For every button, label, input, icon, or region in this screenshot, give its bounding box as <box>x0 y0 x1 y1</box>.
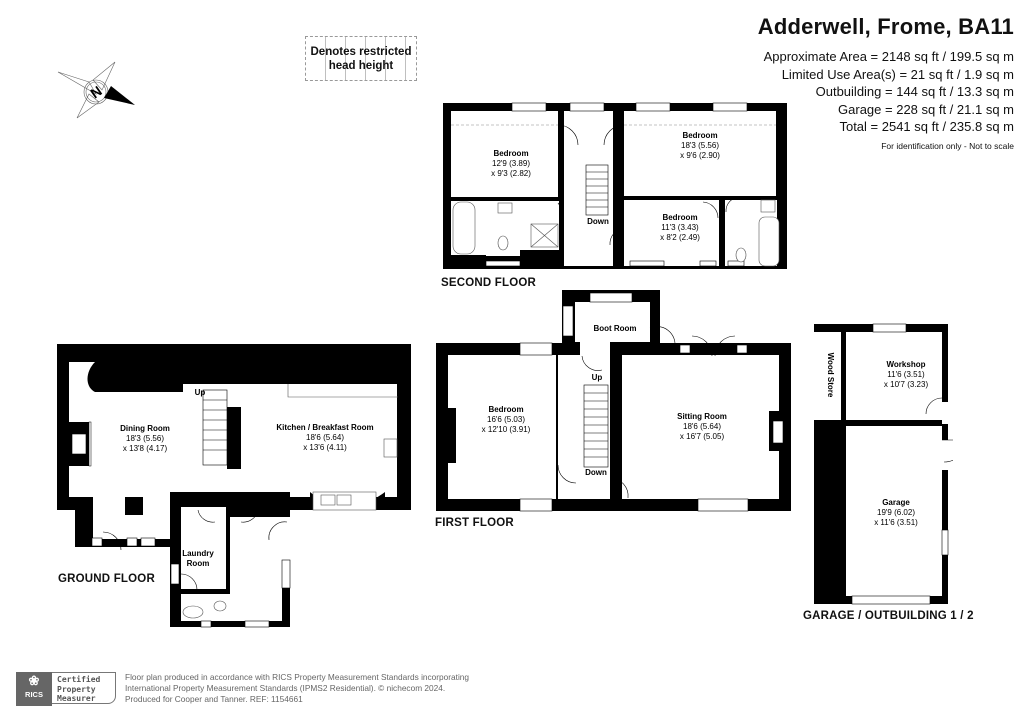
second-floor-plan: Bedroom 12'9 (3.89) x 9'3 (2.82) Bedroom… <box>443 102 787 269</box>
svg-text:x 13'8 (4.17): x 13'8 (4.17) <box>123 444 168 453</box>
svg-text:Bedroom: Bedroom <box>493 149 528 158</box>
rics-lion-icon: ❀ <box>28 673 40 688</box>
svg-text:18'3 (5.56): 18'3 (5.56) <box>681 141 719 150</box>
svg-text:11'3 (3.43): 11'3 (3.43) <box>661 223 699 232</box>
rics-logo-text: RICS <box>25 690 43 699</box>
area-garage: Garage = 228 sq ft / 21.1 sq m <box>838 101 1014 117</box>
second-floor-label: SECOND FLOOR <box>441 277 537 289</box>
svg-text:Workshop: Workshop <box>887 360 926 369</box>
svg-text:Room: Room <box>187 559 210 568</box>
footer-line-2: International Property Measurement Stand… <box>125 683 446 693</box>
svg-text:Up: Up <box>592 373 603 382</box>
badge-line-3: Measurer <box>57 694 96 703</box>
svg-text:Bedroom: Bedroom <box>662 213 697 222</box>
svg-text:18'3 (5.56): 18'3 (5.56) <box>126 434 164 443</box>
footer-disclaimer: Floor plan produced in accordance with R… <box>125 672 469 705</box>
area-summary: Approximate Area = 2148 sq ft / 199.5 sq… <box>764 48 1014 155</box>
svg-text:Sitting Room: Sitting Room <box>677 412 727 421</box>
area-limited-use: Limited Use Area(s) = 21 sq ft / 1.9 sq … <box>781 66 1014 82</box>
svg-text:x 11'6 (3.51): x 11'6 (3.51) <box>874 518 918 527</box>
svg-text:x 10'7 (3.23): x 10'7 (3.23) <box>884 380 929 389</box>
badge-line-2: Property <box>57 684 96 694</box>
svg-text:Garage: Garage <box>882 498 910 507</box>
svg-text:Laundry: Laundry <box>182 549 214 558</box>
svg-text:Down: Down <box>585 468 607 477</box>
ground-floor-plan: Dining Room 18'3 (5.56) x 13'8 (4.17) Ki… <box>57 344 411 628</box>
footer-line-1: Floor plan produced in accordance with R… <box>125 672 470 682</box>
garage-outbuilding-plan: Workshop 11'6 (3.51) x 10'7 (3.23) Wood … <box>808 323 953 605</box>
certified-property-measurer-text: Certified Property Measurer <box>52 672 116 704</box>
svg-text:Bedroom: Bedroom <box>682 131 717 140</box>
svg-text:11'6 (3.51): 11'6 (3.51) <box>887 370 925 379</box>
svg-text:Wood Store: Wood Store <box>826 353 835 398</box>
first-floor-plan: Boot Room Bedroom 16'6 (5.03) x 12'10 (3… <box>436 290 791 512</box>
svg-text:x 8'2 (2.49): x 8'2 (2.49) <box>660 233 700 242</box>
rics-certified-badge: ❀ RICS Certified Property Measurer <box>16 672 119 706</box>
area-total: Total = 2541 sq ft / 235.8 sq m <box>839 119 1014 134</box>
svg-text:x 13'6 (4.11): x 13'6 (4.11) <box>303 443 347 452</box>
svg-text:Kitchen / Breakfast Room: Kitchen / Breakfast Room <box>276 423 373 432</box>
svg-text:18'6 (5.64): 18'6 (5.64) <box>306 433 344 442</box>
svg-text:Up: Up <box>195 388 206 397</box>
property-title: Adderwell, Frome, BA11 <box>757 14 1014 39</box>
area-approximate: Approximate Area = 2148 sq ft / 199.5 sq… <box>763 49 1014 64</box>
badge-line-1: Certified <box>57 675 101 684</box>
legend-line-1: Denotes restricted <box>310 46 412 58</box>
garage-floor-label: GARAGE / OUTBUILDING 1 / 2 <box>803 610 974 622</box>
svg-text:x 9'6 (2.90): x 9'6 (2.90) <box>680 151 720 160</box>
svg-text:N: N <box>87 83 104 102</box>
svg-text:x 9'3 (2.82): x 9'3 (2.82) <box>491 169 531 178</box>
svg-text:x 16'7 (5.05): x 16'7 (5.05) <box>680 432 725 441</box>
rics-logo-icon: ❀ RICS <box>16 672 52 706</box>
first-floor-label: FIRST FLOOR <box>435 517 514 529</box>
svg-text:12'9 (3.89): 12'9 (3.89) <box>492 159 530 168</box>
legend-line-2: head height <box>328 60 394 72</box>
scale-disclaimer: For identification only - Not to scale <box>881 140 1014 151</box>
svg-text:Boot Room: Boot Room <box>593 324 636 333</box>
restricted-height-legend: Denotes restricted head height <box>305 36 417 81</box>
svg-text:Bedroom: Bedroom <box>488 405 523 414</box>
footer-line-3: Produced for Cooper and Tanner. REF: 115… <box>125 694 303 704</box>
svg-text:Dining Room: Dining Room <box>120 424 170 433</box>
area-outbuilding: Outbuilding = 144 sq ft / 13.3 sq m <box>815 84 1014 99</box>
svg-text:x 12'10 (3.91): x 12'10 (3.91) <box>482 425 531 434</box>
svg-text:18'6 (5.64): 18'6 (5.64) <box>683 422 721 431</box>
north-compass-icon: N <box>57 61 135 119</box>
ground-floor-label: GROUND FLOOR <box>58 573 155 585</box>
svg-text:16'6 (5.03): 16'6 (5.03) <box>487 415 525 424</box>
svg-text:Down: Down <box>587 217 609 226</box>
svg-text:19'9 (6.02): 19'9 (6.02) <box>877 508 915 517</box>
